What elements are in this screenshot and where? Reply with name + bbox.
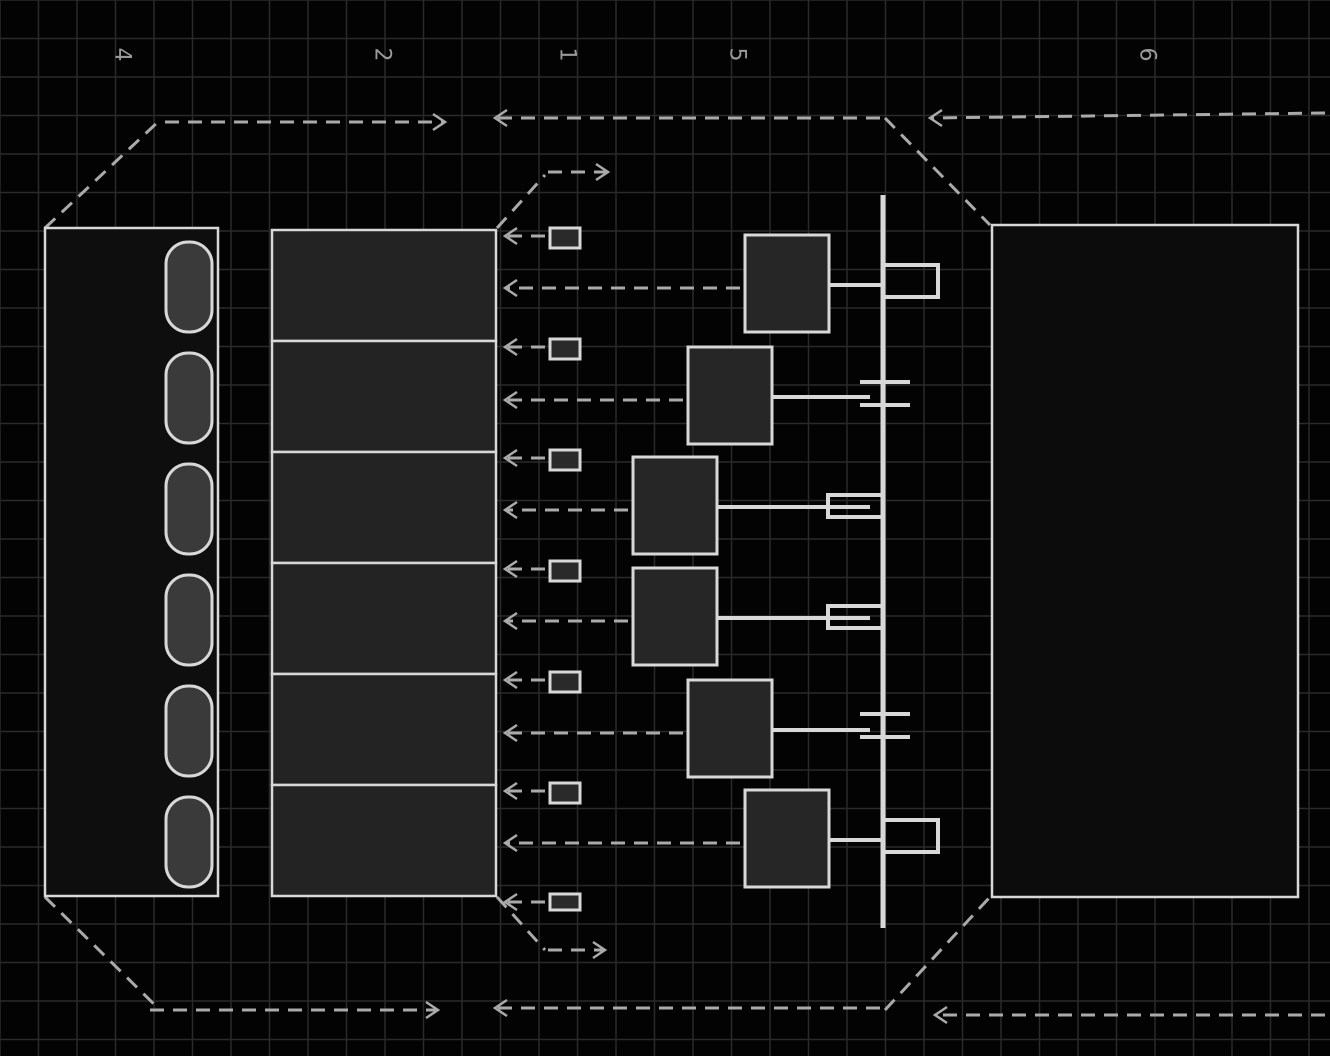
arrow-head-icon bbox=[592, 940, 608, 960]
top-arrow-left-6 bbox=[929, 111, 1326, 120]
small-square bbox=[548, 559, 582, 583]
arrow-head-icon bbox=[492, 998, 508, 1018]
arrow-head-icon bbox=[502, 833, 518, 853]
block-5-square bbox=[686, 345, 774, 446]
block-6 bbox=[990, 223, 1300, 899]
column-label-2: 2 bbox=[369, 47, 395, 62]
dashed-frame bbox=[883, 116, 992, 227]
block-2-segment bbox=[270, 450, 498, 565]
arrow-head-icon bbox=[492, 108, 508, 128]
block-4 bbox=[43, 226, 220, 898]
block-2-segment bbox=[270, 561, 498, 676]
bus-loop bbox=[883, 263, 940, 854]
small-square bbox=[548, 226, 582, 250]
arrow-head-icon bbox=[932, 1005, 948, 1025]
arrow-head-icon bbox=[502, 892, 518, 912]
bus-loop bbox=[826, 493, 883, 630]
arrow-head-icon bbox=[502, 448, 518, 468]
arrow-head-icon bbox=[502, 670, 518, 690]
arrow-head-icon bbox=[502, 559, 518, 579]
arrow-head-icon bbox=[502, 337, 518, 357]
capsule bbox=[164, 573, 214, 667]
block-2-segment bbox=[270, 228, 498, 343]
arrow-head-icon bbox=[502, 611, 518, 631]
arrow-head-icon bbox=[502, 278, 518, 298]
arrow-head-icon bbox=[502, 500, 518, 520]
block-2-segment bbox=[270, 339, 498, 454]
small-square bbox=[548, 337, 582, 361]
capsule bbox=[164, 240, 214, 334]
arrow-head-icon bbox=[595, 162, 611, 182]
column-label-4: 4 bbox=[109, 47, 135, 62]
column-label-5: 5 bbox=[724, 47, 750, 62]
capsule bbox=[164, 795, 214, 889]
column-label-1: 1 bbox=[554, 47, 580, 62]
block-5-square bbox=[631, 455, 719, 556]
dashed-frame bbox=[883, 895, 992, 1012]
arrow-head-icon bbox=[927, 108, 943, 128]
dashed-frame bbox=[495, 895, 547, 952]
block-5-square bbox=[743, 233, 831, 334]
arrow-head-icon bbox=[432, 112, 448, 132]
block-5-square bbox=[631, 566, 719, 667]
small-square bbox=[548, 781, 582, 805]
block-5-square bbox=[743, 788, 831, 889]
arrow-head-icon bbox=[425, 1000, 441, 1020]
arrow-head-icon bbox=[502, 723, 518, 743]
dashed-frame bbox=[43, 895, 162, 1012]
small-square bbox=[548, 448, 582, 472]
arrow-head-icon bbox=[502, 390, 518, 410]
block-5-square bbox=[686, 678, 774, 779]
dashed-frame bbox=[495, 173, 547, 230]
capsule bbox=[164, 351, 214, 445]
arrow-head-icon bbox=[502, 781, 518, 801]
capsule bbox=[164, 684, 214, 778]
small-square bbox=[548, 670, 582, 694]
dashed-frame bbox=[43, 118, 162, 230]
capacitor-symbol bbox=[860, 380, 910, 739]
arrow-head-icon bbox=[502, 226, 518, 246]
capsule bbox=[164, 462, 214, 556]
block-2-segment bbox=[270, 672, 498, 787]
small-square bbox=[548, 892, 582, 912]
block-2-segment bbox=[270, 783, 498, 898]
column-label-6: 6 bbox=[1134, 47, 1160, 62]
